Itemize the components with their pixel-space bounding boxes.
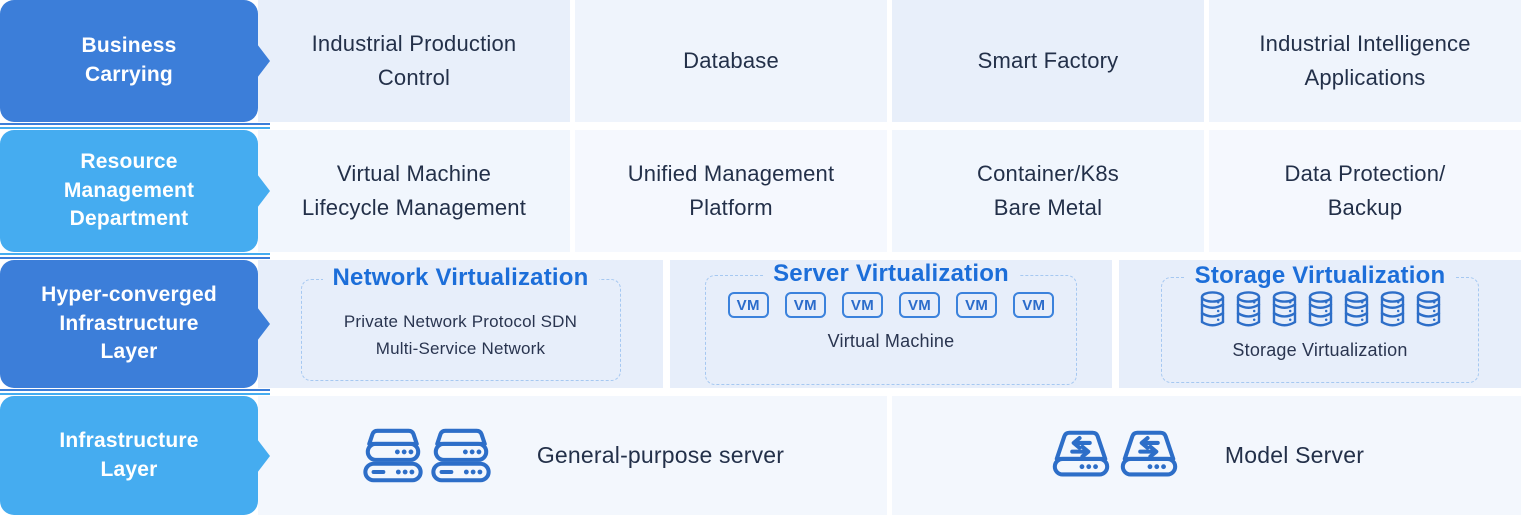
server-virtualization-caption: Virtual Machine [827, 331, 955, 351]
database-icon [1308, 291, 1332, 327]
hci-sections: Network Virtualization Private Network P… [258, 260, 1521, 388]
layer-label-resource-management: Resource Management Department [0, 130, 258, 252]
database-icon [1236, 291, 1260, 327]
business-cells: Industrial Production Control Database S… [258, 0, 1521, 122]
network-line-multi-service: Multi-Service Network [375, 339, 546, 358]
cell-vm-lifecycle-management: Virtual Machine Lifecycle Management [258, 130, 570, 252]
section-network-virtualization: Network Virtualization Private Network P… [258, 260, 663, 388]
network-virtualization-title: Network Virtualization [322, 264, 599, 293]
cell-industrial-production-control: Industrial Production Control [258, 0, 570, 122]
cell-data-protection-backup: Data Protection/ Backup [1209, 130, 1521, 252]
server-virtualization-title: Server Virtualization [763, 260, 1019, 289]
server-icon-pair [361, 425, 493, 487]
network-line-sdn: Private Network Protocol SDN [343, 311, 578, 331]
database-icon [1416, 291, 1440, 327]
infrastructure-cells: General-purpose server Model Server [258, 396, 1521, 515]
cell-industrial-intelligence-applications: Industrial Intelligence Applications [1209, 0, 1521, 122]
network-virtualization-box: Network Virtualization Private Network P… [300, 264, 621, 381]
row-hyper-converged: Hyper-converged Infrastructure Layer Net… [0, 257, 1521, 391]
server-virtualization-box: Server Virtualization VM VM VM VM VM VM … [705, 260, 1077, 385]
resource-cells: Virtual Machine Lifecycle Management Uni… [258, 130, 1521, 252]
storage-virtualization-title: Storage Virtualization [1184, 262, 1456, 291]
server-stack-icon [363, 428, 423, 482]
vm-icon: VM [841, 292, 883, 318]
general-purpose-server-label: General-purpose server [536, 441, 785, 468]
cell-database: Database [575, 0, 887, 122]
layer-label-business-carrying: Business Carrying [0, 0, 258, 122]
database-icon [1380, 291, 1404, 327]
database-icon-row [1199, 290, 1442, 331]
vm-icon: VM [727, 292, 769, 318]
model-server-label: Model Server [1224, 441, 1365, 468]
vm-row: VM VM VM VM VM VM [727, 292, 1055, 318]
database-icon [1344, 291, 1368, 327]
storage-virtualization-caption: Storage Virtualization [1232, 340, 1408, 360]
database-icon [1200, 291, 1224, 327]
section-server-virtualization: Server Virtualization VM VM VM VM VM VM … [670, 260, 1112, 388]
row-infrastructure: Infrastructure Layer General-purpose ser… [0, 393, 1521, 515]
disk-sync-icon [1052, 430, 1110, 476]
vm-icon: VM [899, 292, 941, 318]
cell-container-k8s-bare-metal: Container/K8s Bare Metal [892, 130, 1204, 252]
row-business-carrying: Business Carrying Industrial Production … [0, 0, 1521, 125]
cell-general-purpose-server: General-purpose server [258, 396, 887, 515]
layer-label-hyper-converged: Hyper-converged Infrastructure Layer [0, 260, 258, 388]
disk-sync-icon [1120, 430, 1178, 476]
cell-unified-management-platform: Unified Management Platform [575, 130, 887, 252]
server-stack-icon [431, 428, 491, 482]
layer-label-infrastructure: Infrastructure Layer [0, 396, 258, 515]
disk-icon-pair [1049, 428, 1181, 484]
section-storage-virtualization: Storage Virtualization Storage Virtualiz… [1119, 260, 1521, 388]
vm-icon: VM [1013, 292, 1055, 318]
vm-icon: VM [956, 292, 998, 318]
cell-model-server: Model Server [892, 396, 1521, 515]
storage-virtualization-box: Storage Virtualization Storage Virtualiz… [1161, 262, 1479, 383]
database-icon [1272, 291, 1296, 327]
row-resource-management: Resource Management Department Virtual M… [0, 127, 1521, 255]
cell-smart-factory: Smart Factory [892, 0, 1204, 122]
vm-icon: VM [784, 292, 826, 318]
